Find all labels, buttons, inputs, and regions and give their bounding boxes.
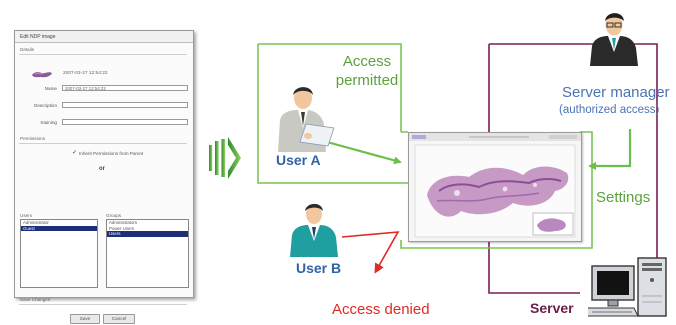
groups-list-item-selected[interactable]: Users bbox=[107, 231, 188, 237]
groups-label: Groups bbox=[106, 213, 122, 218]
businessman-with-glasses-icon bbox=[590, 13, 638, 66]
permitted-frame-line bbox=[257, 44, 408, 184]
description-label: Description bbox=[34, 103, 57, 108]
server-label: Server bbox=[530, 300, 574, 316]
edit-ndp-image-dialog: Edit NDP image Details 2007-03-27 12:54:… bbox=[14, 30, 194, 324]
slide-viewer-window bbox=[408, 132, 582, 242]
users-list-item[interactable]: Administrator bbox=[23, 220, 49, 225]
access-permitted-label: Access permitted bbox=[335, 53, 399, 89]
staining-input[interactable] bbox=[62, 119, 188, 125]
users-list-item-selected[interactable]: Guest bbox=[21, 225, 97, 231]
groups-list-item[interactable]: Power Users bbox=[109, 225, 135, 231]
name-label: Name bbox=[44, 86, 57, 91]
permissions-section-label: Permissions bbox=[20, 136, 46, 141]
triple-chevron-right-icon bbox=[209, 137, 241, 179]
slide-thumbnail-image bbox=[32, 72, 52, 78]
details-divider bbox=[19, 54, 187, 55]
server-frame-line bbox=[488, 44, 580, 294]
details-section-label: Details bbox=[20, 47, 35, 52]
groups-list-item[interactable]: Administrators bbox=[109, 220, 138, 225]
save-changes-divider bbox=[19, 304, 187, 305]
cancel-button[interactable]: Cancel bbox=[103, 314, 135, 324]
save-changes-label: Save Changes bbox=[20, 297, 51, 302]
businessman-icon bbox=[290, 203, 338, 257]
dialog-title: Edit NDP image bbox=[20, 34, 56, 40]
groups-listbox[interactable]: Administrators Power Users Users bbox=[106, 219, 189, 288]
save-button[interactable]: Save bbox=[70, 314, 100, 324]
settings-label: Settings bbox=[596, 189, 651, 206]
description-input[interactable] bbox=[62, 102, 188, 108]
tissue-slide-image bbox=[409, 133, 581, 238]
settings-arrow bbox=[588, 129, 632, 170]
users-listbox[interactable]: Administrator Guest bbox=[20, 219, 98, 288]
permitted-frame-line bbox=[258, 43, 593, 249]
authorized-access-label: (authorized access) bbox=[559, 104, 660, 116]
staining-label: Staining bbox=[40, 120, 57, 125]
name-input[interactable]: 2007-03-27 12:54:22 bbox=[62, 85, 188, 91]
access-denied-arrow bbox=[341, 231, 400, 274]
inherit-checkbox[interactable]: ✓ bbox=[72, 150, 78, 156]
dialog-title-bar: Edit NDP image bbox=[15, 31, 193, 43]
server-manager-label: Server manager bbox=[562, 84, 670, 101]
user-a-label: User A bbox=[276, 152, 321, 168]
businessman-with-document-icon bbox=[278, 87, 335, 152]
or-label: or bbox=[99, 166, 105, 172]
server-frame-line bbox=[489, 43, 658, 296]
user-b-label: User B bbox=[296, 260, 342, 276]
image-timestamp: 2007-03-27 12:54:22 bbox=[63, 71, 108, 76]
inherit-permissions-label: Inherit Permissions from Parent bbox=[79, 151, 144, 156]
user-a-access-arrow bbox=[326, 140, 402, 165]
access-denied-label: Access denied bbox=[332, 301, 430, 318]
permissions-divider bbox=[19, 143, 187, 144]
server-tower-computer-icon bbox=[588, 257, 667, 317]
users-label: Users bbox=[20, 213, 32, 218]
